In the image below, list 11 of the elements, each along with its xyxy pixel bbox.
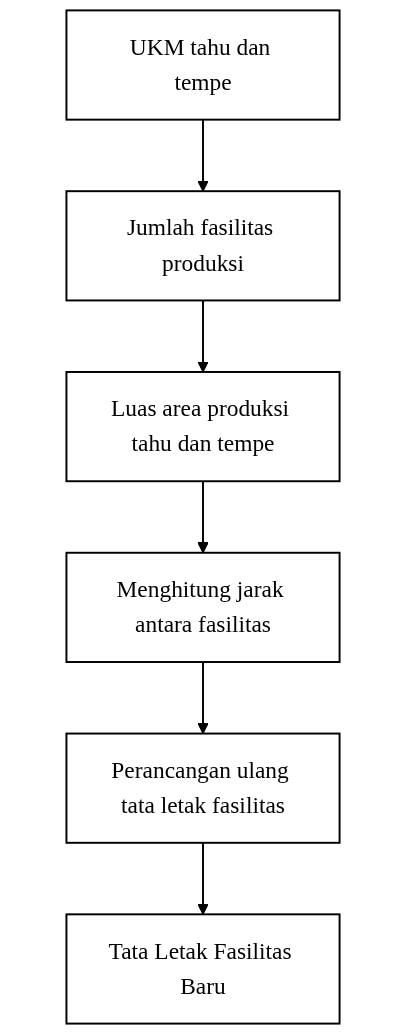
arrow — [197, 841, 209, 915]
arrow — [197, 118, 209, 192]
node-box: UKM tahu dan tempe — [65, 9, 341, 121]
arrow — [197, 480, 209, 554]
node-box: Perancangan ulang tata letak fasilitas — [65, 732, 341, 844]
node-box: Jumlah fasilitas produksi — [65, 190, 341, 302]
node-box: Menghitung jarak antara fasilitas — [65, 551, 341, 663]
arrow — [197, 661, 209, 735]
node-box: Tata Letak Fasilitas Baru — [65, 913, 341, 1025]
node-box: Luas area produksi tahu dan tempe — [65, 371, 341, 483]
arrow — [197, 299, 209, 373]
